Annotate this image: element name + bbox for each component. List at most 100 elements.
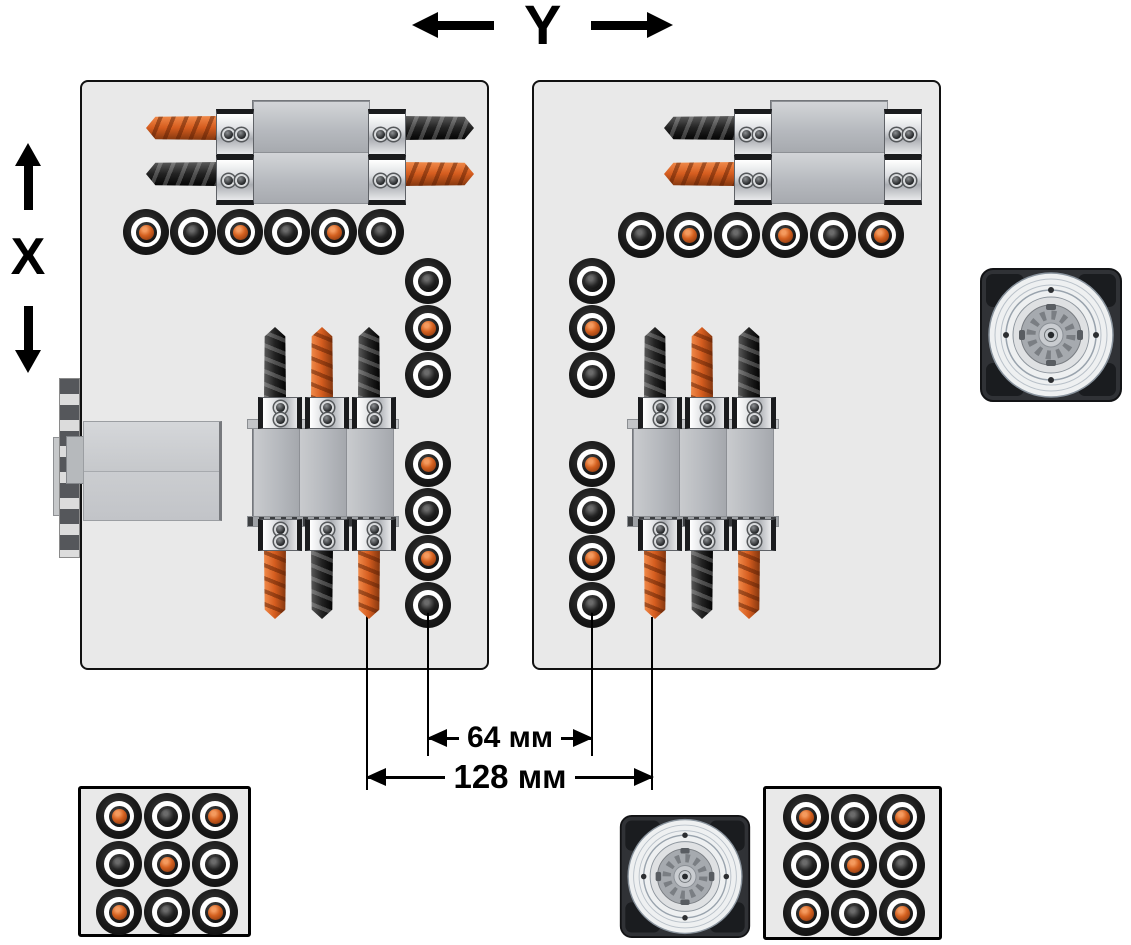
x-axis-label: X bbox=[10, 228, 46, 286]
spindle-bushing bbox=[405, 352, 451, 398]
black-drill-center bbox=[279, 224, 295, 240]
dimension-arrow-left-icon bbox=[367, 775, 446, 779]
drill-bit bbox=[402, 162, 474, 186]
orange-drill-center bbox=[584, 550, 600, 566]
dimension-arrow-right-icon bbox=[574, 775, 653, 779]
spindle-bushing bbox=[144, 793, 190, 839]
screw-icon bbox=[702, 524, 712, 534]
spindle-bushing bbox=[831, 890, 877, 936]
black-drill-center bbox=[159, 904, 175, 920]
drill-bit bbox=[691, 547, 713, 619]
drill-bit bbox=[264, 327, 286, 399]
drill-bit bbox=[644, 327, 666, 399]
spindle-bushing bbox=[783, 794, 829, 840]
spindle-grid-row bbox=[783, 890, 939, 936]
extension-line bbox=[366, 612, 368, 790]
spindle-grid-row bbox=[783, 842, 939, 888]
drill-chuck bbox=[884, 109, 922, 159]
screw-icon bbox=[322, 524, 332, 534]
spindle-row-left bbox=[123, 209, 404, 255]
drill-bit bbox=[664, 162, 736, 186]
black-drill-center bbox=[798, 857, 814, 873]
drill-bit bbox=[311, 547, 333, 619]
gearbox-flange-bottom bbox=[619, 815, 751, 938]
spindle-bushing bbox=[405, 305, 451, 351]
drill-unit-body bbox=[632, 427, 774, 519]
spindle-column-right-top bbox=[569, 258, 615, 398]
drill-chuck bbox=[685, 397, 729, 429]
drill-bit bbox=[358, 547, 380, 619]
black-drill-center bbox=[373, 224, 389, 240]
drill-chuck bbox=[352, 397, 396, 429]
screw-icon bbox=[702, 536, 712, 546]
unit-segment bbox=[345, 427, 394, 519]
drill-chuck bbox=[305, 519, 349, 551]
drill-chuck bbox=[368, 109, 406, 159]
screw-icon bbox=[742, 129, 751, 139]
orange-drill-center bbox=[873, 227, 889, 243]
black-drill-center bbox=[420, 367, 436, 383]
spindle-column-left-bottom bbox=[405, 441, 451, 628]
black-drill-center bbox=[633, 227, 649, 243]
black-drill-center bbox=[825, 227, 841, 243]
spindle-bushing bbox=[405, 535, 451, 581]
drill-chuck bbox=[258, 519, 302, 551]
black-drill-center bbox=[584, 597, 600, 613]
black-drill-center bbox=[846, 809, 862, 825]
drill-chuck bbox=[216, 109, 254, 159]
screw-icon bbox=[275, 414, 285, 424]
spindle-bushing bbox=[569, 305, 615, 351]
spindle-bushing bbox=[714, 212, 760, 258]
spindle-bushing bbox=[569, 535, 615, 581]
unit-segment bbox=[299, 427, 347, 519]
orange-drill-center bbox=[232, 224, 248, 240]
screw-icon bbox=[749, 402, 759, 412]
spindle-bushing bbox=[123, 209, 169, 255]
drill-chuck bbox=[216, 155, 254, 205]
black-drill-center bbox=[584, 273, 600, 289]
arrow-left-icon bbox=[438, 20, 494, 30]
black-drill-center bbox=[111, 856, 127, 872]
spindle-grid-row bbox=[96, 793, 248, 839]
screw-icon bbox=[275, 524, 285, 534]
horizontal-drill-unit-right bbox=[664, 100, 922, 205]
spindle-row-right bbox=[618, 212, 904, 258]
drill-chuck bbox=[685, 519, 729, 551]
black-drill-center bbox=[894, 857, 910, 873]
unit-segment bbox=[679, 427, 727, 519]
drill-chuck bbox=[638, 397, 682, 429]
unit-segment bbox=[725, 427, 774, 519]
orange-drill-center bbox=[584, 320, 600, 336]
gang-drill-unit-left bbox=[247, 327, 399, 619]
orange-drill-center bbox=[111, 904, 127, 920]
spindle-bushing bbox=[358, 209, 404, 255]
spindle-bushing bbox=[569, 258, 615, 304]
screw-icon bbox=[376, 129, 385, 139]
x-axis-indicator: X bbox=[2, 142, 54, 372]
screw-icon bbox=[892, 175, 901, 185]
orange-drill-center bbox=[111, 808, 127, 824]
spindle-bushing bbox=[831, 794, 877, 840]
dimension-arrow-left-icon bbox=[428, 736, 459, 740]
screw-icon bbox=[376, 175, 385, 185]
spindle-bushing bbox=[192, 841, 238, 887]
y-axis-label: Y bbox=[524, 0, 562, 56]
drill-bit bbox=[358, 327, 380, 399]
screw-icon bbox=[749, 414, 759, 424]
black-drill-center bbox=[207, 856, 223, 872]
drill-bit bbox=[664, 116, 736, 140]
black-drill-center bbox=[185, 224, 201, 240]
orange-drill-center bbox=[681, 227, 697, 243]
drill-chuck bbox=[258, 397, 302, 429]
orange-drill-center bbox=[326, 224, 342, 240]
drill-chuck bbox=[734, 155, 772, 205]
unit-segment bbox=[252, 427, 301, 519]
screw-icon bbox=[369, 414, 379, 424]
spindle-bushing bbox=[217, 209, 263, 255]
spindle-bushing bbox=[569, 352, 615, 398]
orange-drill-center bbox=[584, 456, 600, 472]
drill-bit bbox=[402, 116, 474, 140]
screw-icon bbox=[237, 129, 246, 139]
screw-icon bbox=[224, 175, 233, 185]
spindle-bushing bbox=[569, 488, 615, 534]
